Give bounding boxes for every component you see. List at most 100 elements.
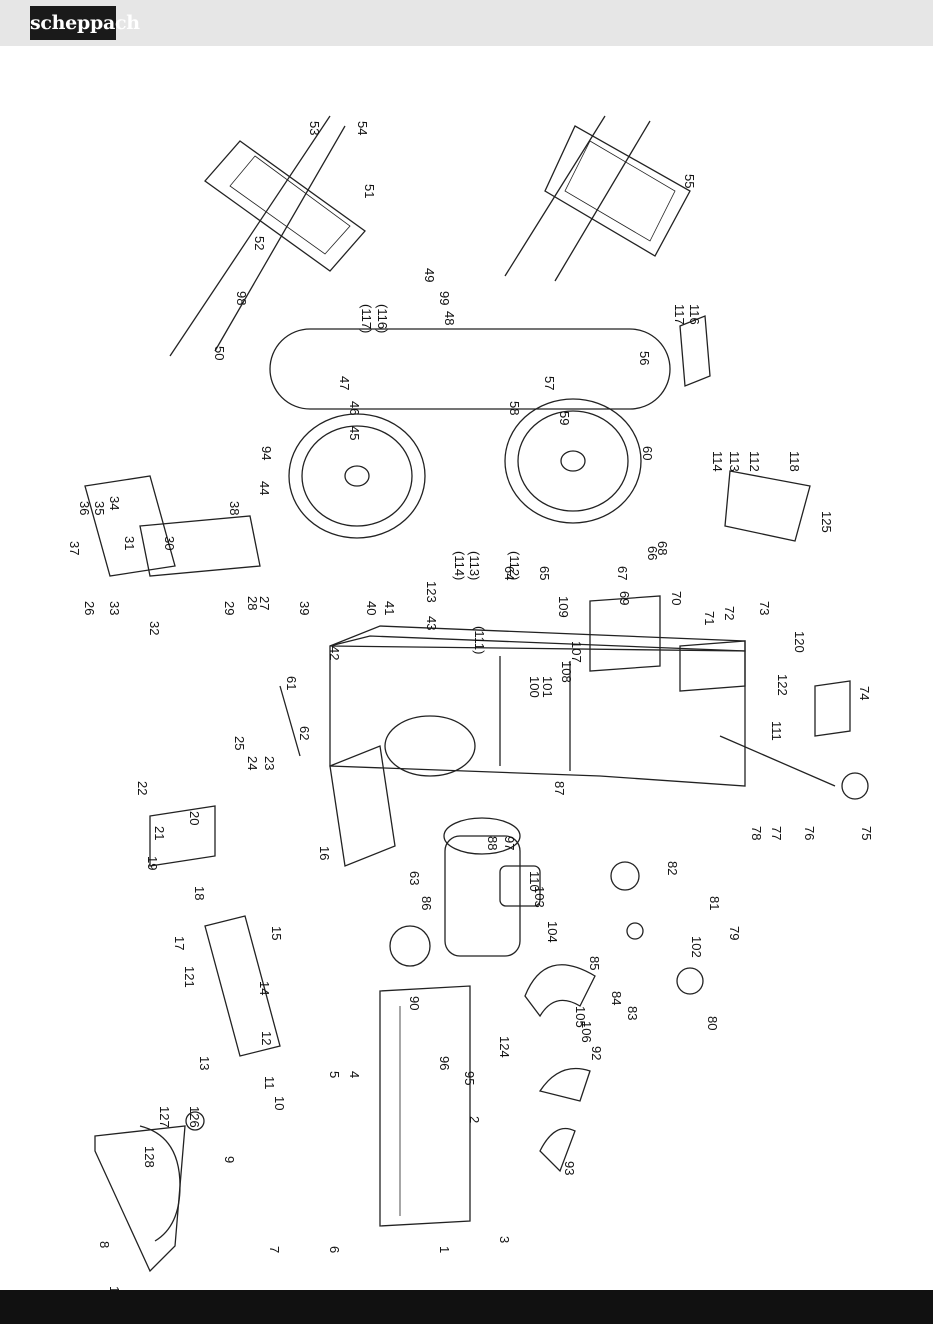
brand-logo: scheppach <box>30 6 140 40</box>
part-label: 17 <box>172 936 187 950</box>
part-label: 73 <box>757 601 772 615</box>
part-label: 6 <box>327 1246 342 1253</box>
part-label: 57 <box>542 376 557 390</box>
part-label: 77 <box>769 826 784 840</box>
knob-126 <box>185 1111 205 1131</box>
part-label: 24 <box>245 756 260 770</box>
part-label: 43 <box>424 616 439 630</box>
part-label: 30 <box>162 536 177 550</box>
knob-80 <box>676 967 704 995</box>
part-label: 20 <box>187 811 202 825</box>
part-label: 83 <box>625 1006 640 1020</box>
part-label: 101 <box>540 676 555 698</box>
part-label: 92 <box>589 1046 604 1060</box>
part-label: 41 <box>382 601 397 615</box>
part-label: 50 <box>212 346 227 360</box>
part-label: 27 <box>257 596 272 610</box>
part-label: 54 <box>355 121 370 135</box>
part-label: 11 <box>262 1076 277 1090</box>
part-label: 12 <box>259 1031 274 1045</box>
part-label: 5 <box>327 1071 342 1078</box>
saw-blade-band <box>269 328 671 410</box>
part-label: 97 <box>502 836 517 850</box>
part-label: 94 <box>259 446 274 460</box>
part-label: 110 <box>527 871 542 892</box>
exploded-parts-diagram: 1234567891011121314151617181920212223242… <box>67 115 874 1290</box>
part-label: 86 <box>419 896 434 910</box>
part-label: 122 <box>775 674 790 696</box>
part-label: 51 <box>362 184 377 198</box>
part-label: 34 <box>107 496 122 510</box>
part-label: 19 <box>145 856 160 870</box>
part-label: 93 <box>562 1161 577 1175</box>
part-label: 76 <box>802 826 817 840</box>
part-label: 28 <box>245 596 260 610</box>
part-label: 104 <box>545 921 560 943</box>
part-label: 90 <box>407 996 422 1010</box>
part-label: 70 <box>669 591 684 605</box>
part-label: 129 <box>107 1286 122 1290</box>
part-label: 78 <box>749 826 764 840</box>
part-label: 105 <box>573 1006 588 1028</box>
part-label: 62 <box>297 726 312 740</box>
part-label: 29 <box>222 601 237 615</box>
part-label: 61 <box>284 676 299 690</box>
part-label: 16 <box>317 846 332 860</box>
part-label: 118 <box>787 451 802 472</box>
part-label: 59 <box>557 411 572 425</box>
part-label: 116 <box>687 304 702 325</box>
part-label: 84 <box>609 991 624 1005</box>
part-label: 55 <box>682 174 697 188</box>
part-label: 44 <box>257 481 272 495</box>
part-label: 68 <box>655 541 670 555</box>
upper-table-right <box>544 125 691 257</box>
part-label: (113) <box>467 551 482 580</box>
part-label: 46 <box>347 401 362 415</box>
part-label: 63 <box>407 871 422 885</box>
knob-75 <box>841 772 869 800</box>
part-label: 15 <box>269 926 284 940</box>
part-label: 126 <box>187 1106 202 1128</box>
part-label: 47 <box>337 376 352 390</box>
part-label: 67 <box>615 566 630 580</box>
rail-left-a <box>169 115 331 357</box>
part-label: 49 <box>422 268 437 282</box>
part-label: 21 <box>152 826 167 840</box>
part-label: 85 <box>587 956 602 970</box>
part-label: 2 <box>467 1116 482 1123</box>
part-label: 128 <box>142 1146 157 1168</box>
part-label: 127 <box>157 1106 172 1128</box>
part-label: 35 <box>92 501 107 515</box>
part-label: 75 <box>859 826 874 840</box>
part-label: (112) <box>507 551 522 580</box>
motor <box>444 835 521 957</box>
guide-assembly <box>84 475 176 577</box>
part-label: 80 <box>705 1016 720 1030</box>
part-label: 64 <box>502 566 517 580</box>
part-label: 88 <box>485 836 500 850</box>
part-label: 1 <box>437 1246 452 1253</box>
lower-worktable <box>379 985 471 1227</box>
upper-table-left <box>204 140 366 272</box>
part-label: 125 <box>819 511 834 533</box>
part-label: 102 <box>689 936 704 958</box>
part-label: 23 <box>262 756 277 770</box>
part-label: 8 <box>97 1241 112 1248</box>
part-label: 121 <box>182 966 197 988</box>
part-label: (116) <box>375 304 390 333</box>
part-label: 123 <box>424 581 439 603</box>
part-label: 114 <box>710 451 725 472</box>
part-label: 111 <box>769 721 784 741</box>
part-label: 40 <box>364 601 379 615</box>
part-label: 52 <box>252 236 267 250</box>
part-label: 60 <box>640 446 655 460</box>
part-label: 26 <box>82 601 97 615</box>
part-label: 120 <box>792 631 807 653</box>
part-label: 53 <box>307 121 322 135</box>
part-label: 72 <box>722 606 737 620</box>
part-label: 22 <box>135 781 150 795</box>
part-label: 71 <box>702 611 717 625</box>
part-label: 74 <box>857 686 872 700</box>
rail-left-b <box>214 125 346 352</box>
part-label: 9 <box>222 1156 237 1163</box>
